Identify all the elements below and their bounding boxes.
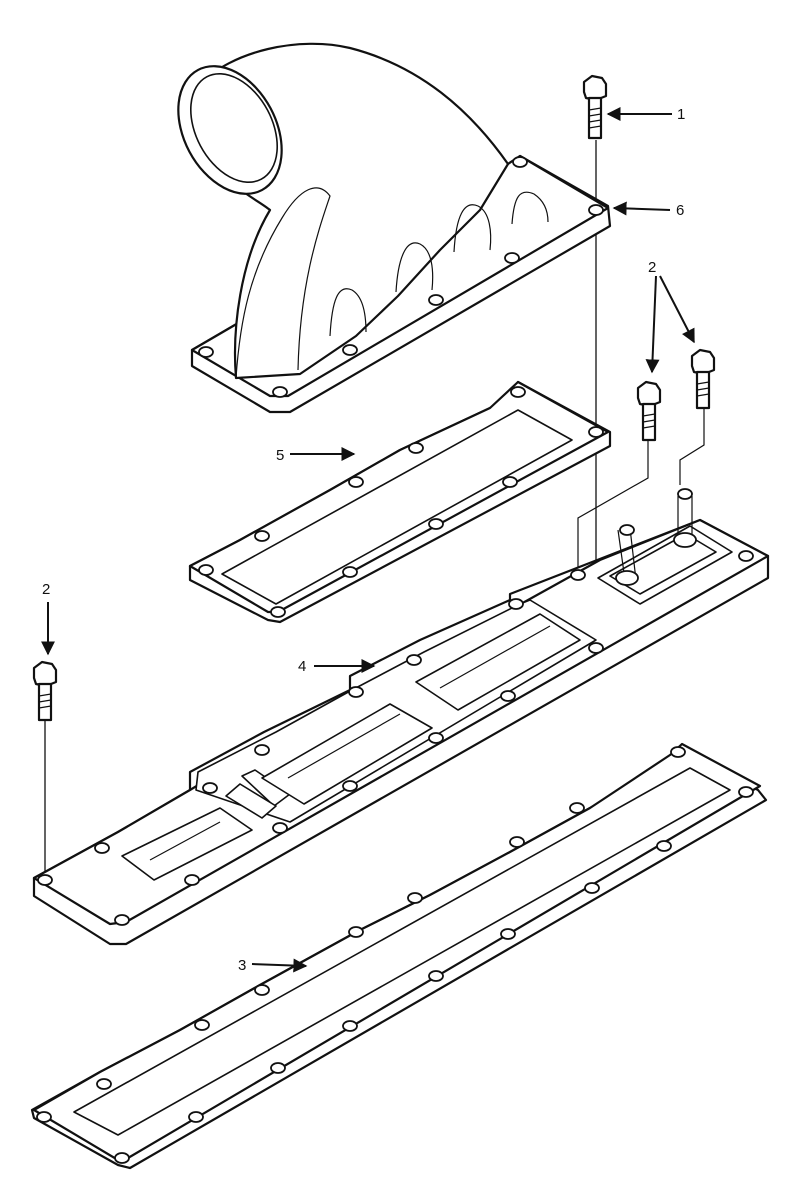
callout-6: 6 (676, 202, 684, 219)
bolt-part-2-left (32, 660, 58, 722)
callout-3: 3 (238, 957, 246, 974)
manifold-flange-holes (198, 156, 604, 398)
callout-5: 5 (276, 447, 284, 464)
exhaust-manifold (177, 42, 612, 414)
lower-gasket (30, 742, 768, 1170)
upper-gasket-holes (198, 386, 604, 618)
callout-4: 4 (298, 658, 306, 675)
callout-2-left: 2 (42, 581, 50, 598)
bolt-part-2-right (690, 348, 716, 410)
stud-boss (597, 488, 733, 605)
callout-2-right: 2 (648, 259, 656, 276)
upper-gasket (188, 380, 612, 624)
lower-gasket-holes (36, 746, 754, 1164)
base-plate-holes (37, 550, 754, 926)
bolt-part-2-center (636, 380, 662, 442)
callout-arrows (41, 107, 695, 973)
bolt-part-1 (582, 74, 608, 140)
callout-1: 1 (677, 106, 685, 123)
callout-labels: 1 2 2 3 4 5 6 (42, 106, 685, 974)
manifold-base-plate (32, 488, 770, 946)
